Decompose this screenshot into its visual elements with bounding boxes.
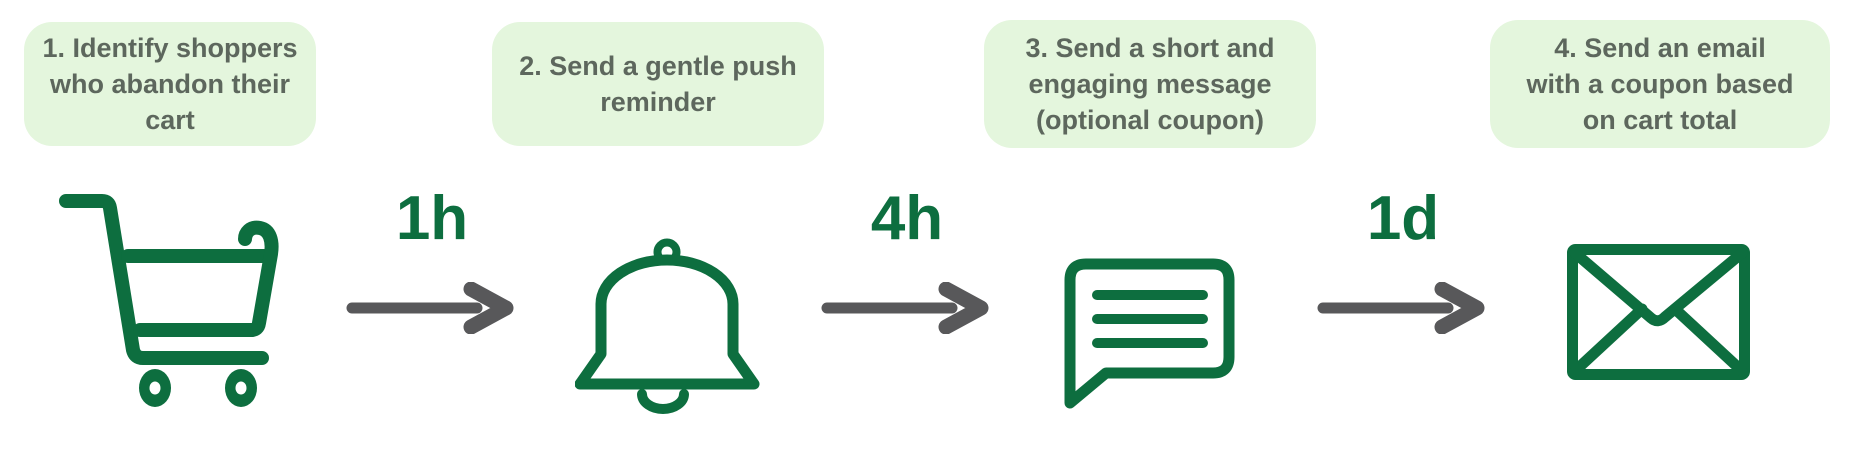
- shopping-cart-icon: [59, 194, 279, 407]
- arrow-right-icon: [1317, 282, 1485, 334]
- delay-label-3: 1d: [1366, 184, 1440, 253]
- bell-icon: [575, 238, 760, 414]
- step-3-badge: 3. Send a short and engaging message (op…: [984, 20, 1316, 148]
- delay-label-2: 4h: [870, 184, 944, 253]
- arrow-right-icon: [821, 282, 989, 334]
- step-4-badge: 4. Send an email with a coupon based on …: [1490, 20, 1830, 148]
- arrow-right-icon: [346, 282, 514, 334]
- envelope-icon: [1567, 244, 1750, 380]
- chat-message-icon: [1064, 258, 1235, 409]
- step-1-badge: 1. Identify shoppers who abandon their c…: [24, 22, 316, 146]
- delay-label-1: 1h: [395, 184, 469, 253]
- step-2-badge: 2. Send a gentle push reminder: [492, 22, 824, 146]
